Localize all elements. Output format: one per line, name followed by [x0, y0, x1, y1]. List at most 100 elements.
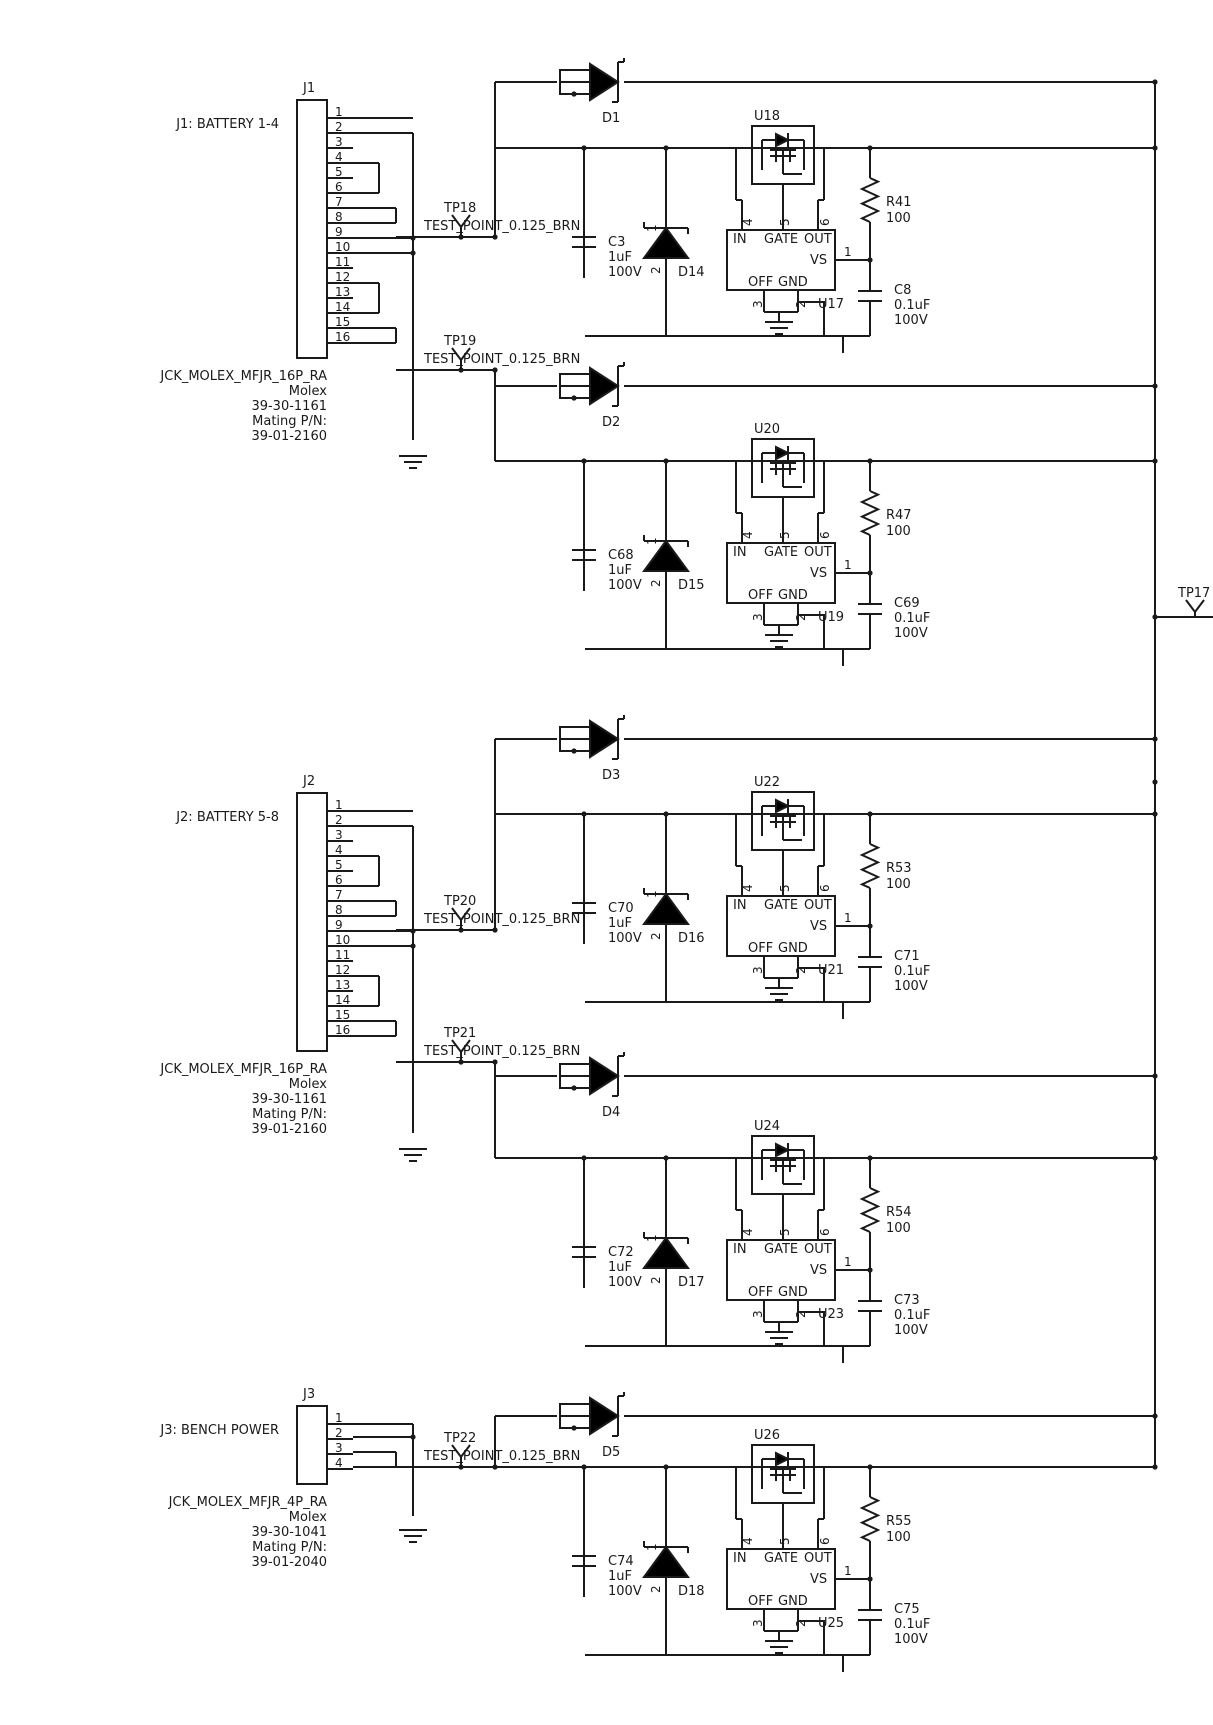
resistor-value: 100	[886, 877, 911, 892]
junction-dot	[1152, 383, 1158, 389]
cap-ref: C75	[894, 1602, 920, 1617]
cap-voltage: 100V	[894, 626, 928, 641]
zener-pin-2: 2	[649, 1276, 663, 1284]
controller-pin-number: 1	[844, 911, 852, 925]
diode-ref: D2	[602, 415, 620, 430]
connector-pin-number: 3	[335, 828, 343, 842]
cap-ref: C69	[894, 596, 920, 611]
junction-dot	[1152, 1073, 1158, 1079]
resistor-ref: R41	[886, 195, 912, 210]
cap-ref: C73	[894, 1293, 920, 1308]
resistor	[859, 843, 881, 889]
controller-pin-gnd: GND	[778, 1285, 808, 1300]
connector-pin-number: 5	[335, 858, 343, 872]
test-point-value: TEST_POINT_0.125_BRN	[423, 219, 580, 234]
connector-pin-number: 6	[335, 873, 343, 887]
cap-ref: C72	[608, 1245, 634, 1260]
junction-dot	[458, 1464, 464, 1470]
diode-ref: D3	[602, 768, 620, 783]
series-diode: D3	[559, 715, 625, 783]
series-diode: D2	[559, 362, 625, 430]
cap-value: 0.1uF	[894, 1617, 930, 1632]
connector-pin-number: 3	[335, 135, 343, 149]
mosfet-ref: U18	[754, 109, 780, 124]
capacitor	[572, 549, 596, 561]
resistor-zigzag	[859, 843, 881, 889]
cap-ref: C70	[608, 901, 634, 916]
controller-pin-gate: GATE	[764, 232, 798, 247]
controller-pin-in: IN	[733, 1242, 747, 1257]
connector-pin-number: 4	[335, 1456, 343, 1470]
test-point-symbol	[1185, 599, 1205, 614]
cap-voltage: 100V	[608, 1584, 642, 1599]
controller-pin-gate: GATE	[764, 1242, 798, 1257]
test-point-ref: TP17	[1177, 586, 1210, 601]
cap-ref: C8	[894, 283, 911, 298]
resistor	[859, 1496, 881, 1542]
junction-dot	[581, 145, 587, 151]
capacitor	[572, 1246, 596, 1258]
junction-dot	[1152, 1464, 1158, 1470]
connector-mating-label: Mating P/N:	[252, 414, 327, 429]
ground-symbol	[399, 1529, 427, 1543]
junction-dot	[581, 1464, 587, 1470]
diode-body	[589, 719, 620, 759]
controller-pin-out: OUT	[804, 898, 832, 913]
ground-symbol	[765, 321, 793, 335]
junction-dot	[581, 811, 587, 817]
connector-pin-number: 4	[335, 843, 343, 857]
zener-pin-1: 1	[645, 890, 659, 898]
controller-pin-out: OUT	[804, 232, 832, 247]
controller-pin-number: 2	[794, 613, 808, 621]
connector-pin-number: 7	[335, 888, 343, 902]
zener-pin-2: 2	[649, 266, 663, 274]
controller-ref: U17	[818, 297, 844, 312]
connector-pin-number: 11	[335, 255, 350, 269]
test-point-ref: TP19	[443, 334, 476, 349]
junction-dot	[458, 1059, 464, 1065]
junction-dot	[410, 1434, 416, 1440]
junction-dot	[571, 1425, 577, 1431]
diode-ref: D1	[602, 111, 620, 126]
diode-ref: D5	[602, 1445, 620, 1460]
zener-pin-1: 1	[645, 1543, 659, 1551]
test-point-ref: TP22	[443, 1431, 476, 1446]
connector-pin-number: 6	[335, 180, 343, 194]
diode-body	[589, 1056, 620, 1096]
zener-pin-1: 1	[645, 224, 659, 232]
mosfet-diode	[775, 445, 791, 461]
connector-pin-number: 11	[335, 948, 350, 962]
junction-dot	[571, 395, 577, 401]
connector-mating-label: Mating P/N:	[252, 1107, 327, 1122]
junction-dot	[663, 145, 669, 151]
mosfet-ref: U26	[754, 1428, 780, 1443]
cap-voltage: 100V	[608, 265, 642, 280]
ground-symbol	[765, 634, 793, 648]
connector-title: J1: BATTERY 1-4	[175, 117, 279, 132]
junction-dot	[1152, 1413, 1158, 1419]
controller-pin-number: 4	[741, 218, 755, 226]
ground-symbol	[765, 1331, 793, 1345]
connector-footprint: JCK_MOLEX_MFJR_16P_RA	[159, 369, 327, 384]
zener-pin-2: 2	[649, 579, 663, 587]
ground-symbol	[399, 1148, 427, 1162]
controller-pin-number: 6	[818, 531, 832, 539]
controller-pin-vs: VS	[810, 1263, 827, 1278]
test-point-value: TEST_POINT_0.125_BRN	[423, 1044, 580, 1059]
connector-manufacturer: Molex	[289, 1510, 328, 1525]
connector-body	[296, 99, 328, 359]
connector-pin-number: 10	[335, 933, 350, 947]
wire	[798, 1620, 870, 1656]
test-point-ref: TP21	[443, 1026, 476, 1041]
junction-dot	[867, 458, 873, 464]
connector-pin-number: 5	[335, 165, 343, 179]
capacitor	[572, 1555, 596, 1567]
controller-pin-number: 3	[751, 1619, 765, 1627]
connector-pin-number: 9	[335, 918, 343, 932]
connector-pin-number: 8	[335, 210, 343, 224]
wire	[798, 614, 870, 650]
